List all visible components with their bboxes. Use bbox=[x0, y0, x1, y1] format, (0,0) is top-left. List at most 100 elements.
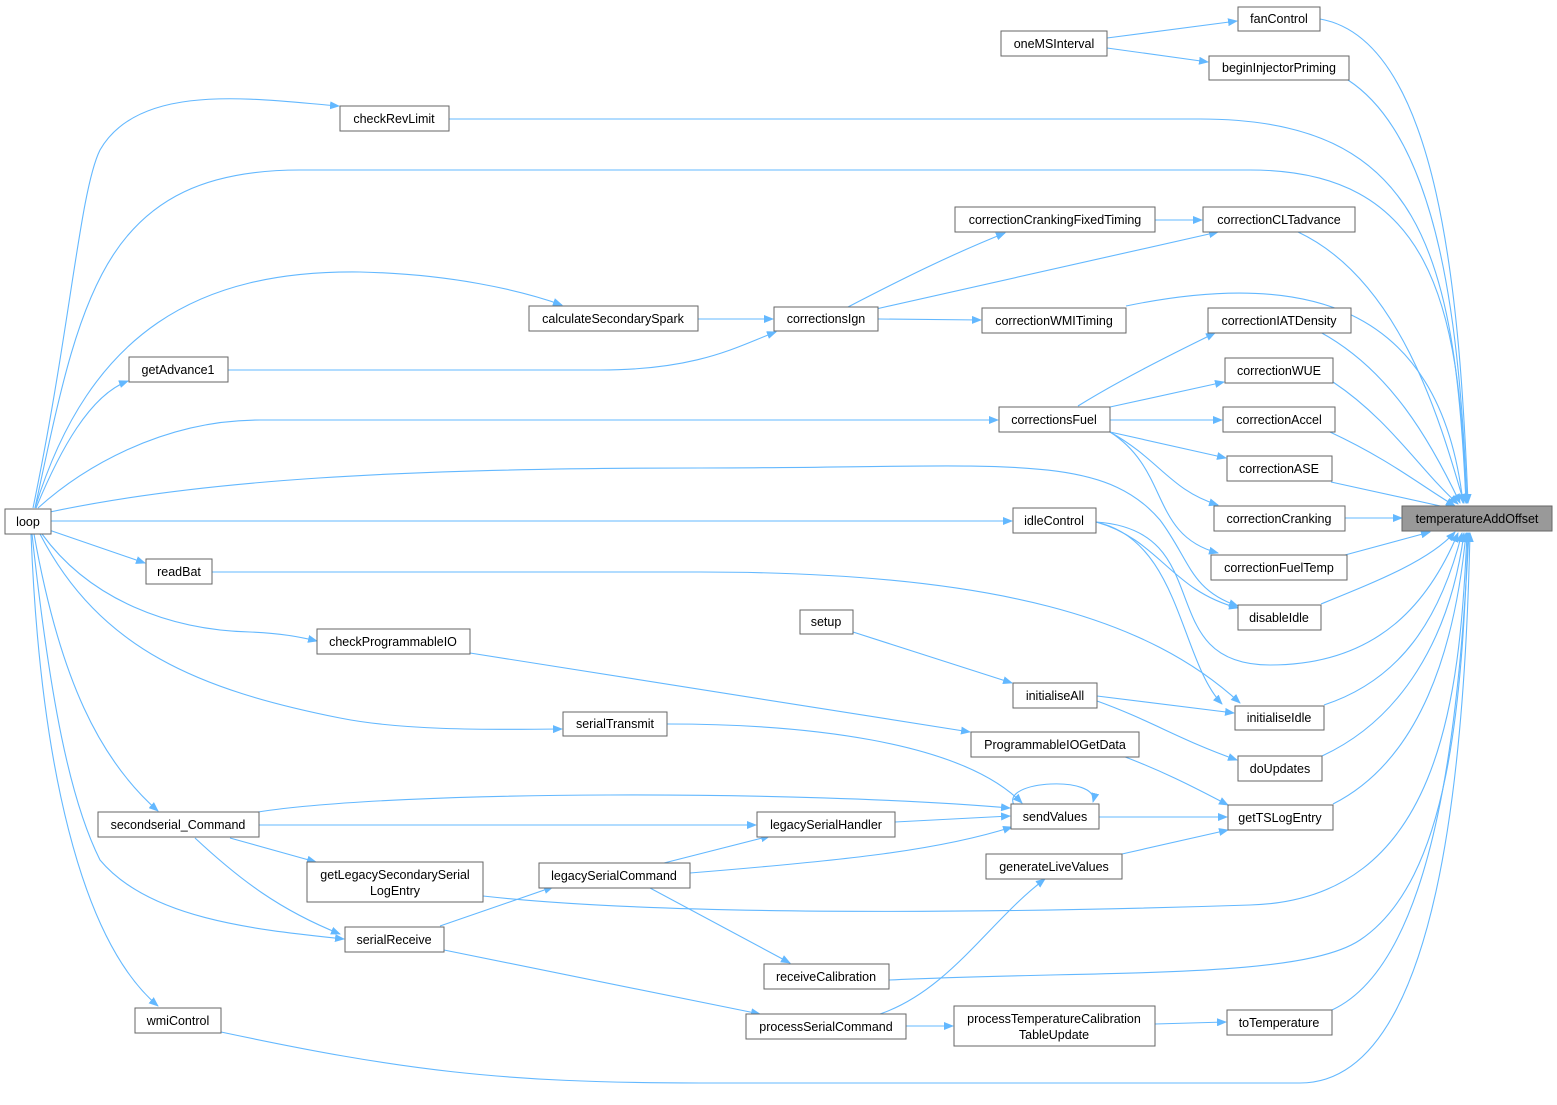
node-label-line-1: getLegacySecondarySerial bbox=[320, 868, 469, 882]
node-temperatureAddOffset[interactable]: temperatureAddOffset bbox=[1401, 505, 1553, 532]
node-label: beginInjectorPriming bbox=[1222, 61, 1336, 75]
node-disableIdle[interactable]: disableIdle bbox=[1237, 604, 1322, 631]
edge-initialiseAll-to-doUpdates bbox=[1096, 700, 1238, 761]
node-secondserial_Command[interactable]: secondserial_Command bbox=[97, 811, 260, 838]
node-initialiseAll[interactable]: initialiseAll bbox=[1012, 682, 1098, 709]
edge-loop-to-checkProgrammableIO bbox=[41, 533, 318, 643]
node-generateLiveValues[interactable]: generateLiveValues bbox=[985, 853, 1123, 880]
node-receiveCalibration[interactable]: receiveCalibration bbox=[763, 963, 890, 990]
edge-loop-to-checkRevLimit bbox=[32, 98, 340, 509]
node-doUpdates[interactable]: doUpdates bbox=[1237, 755, 1323, 782]
node-label: correctionsIgn bbox=[787, 312, 866, 326]
edge-serialReceive-to-legacySerialCommand bbox=[439, 886, 554, 927]
edge-correctionsFuel-to-correctionIATDensity bbox=[1077, 332, 1216, 407]
edge-correctionsFuel-to-correctionWUE bbox=[1109, 380, 1225, 408]
node-label: ProgrammableIOGetData bbox=[984, 738, 1126, 752]
node-label: correctionCranking bbox=[1227, 512, 1332, 526]
node-label: correctionAccel bbox=[1236, 413, 1321, 427]
node-initialiseIdle[interactable]: initialiseIdle bbox=[1234, 705, 1325, 731]
edge-correctionsFuel-to-correctionCranking bbox=[1109, 431, 1219, 507]
edge-legacySerialCommand-to-legacySerialHandler bbox=[663, 834, 771, 864]
edge-initialiseAll-to-initialiseIdle bbox=[1096, 695, 1235, 716]
node-label: processSerialCommand bbox=[759, 1020, 892, 1034]
node-correctionCrankingFixedTiming[interactable]: correctionCrankingFixedTiming bbox=[954, 206, 1156, 233]
node-label: legacySerialHandler bbox=[770, 818, 882, 832]
edge-loop-to-secondserial_Command bbox=[33, 533, 159, 812]
node-correctionCLTadvance[interactable]: correctionCLTadvance bbox=[1202, 206, 1356, 233]
node-wmiControl[interactable]: wmiControl bbox=[134, 1007, 222, 1034]
edge-legacySerialCommand-to-sendValues bbox=[689, 825, 1013, 874]
node-correctionIATDensity[interactable]: correctionIATDensity bbox=[1207, 307, 1352, 334]
node-correctionsIgn[interactable]: correctionsIgn bbox=[773, 306, 879, 332]
edge-correctionsFuel-to-correctionASE bbox=[1109, 431, 1227, 460]
node-label: correctionWUE bbox=[1237, 364, 1321, 378]
node-label-line-1: processTemperatureCalibration bbox=[967, 1012, 1141, 1026]
node-processSerialCommand[interactable]: processSerialCommand bbox=[745, 1013, 907, 1040]
node-beginInjectorPriming[interactable]: beginInjectorPriming bbox=[1208, 55, 1350, 81]
node-ProgrammableIOGetData[interactable]: ProgrammableIOGetData bbox=[970, 731, 1140, 758]
node-correctionASE[interactable]: correctionASE bbox=[1226, 455, 1333, 482]
node-correctionCranking[interactable]: correctionCranking bbox=[1213, 505, 1346, 532]
node-label: correctionASE bbox=[1239, 462, 1319, 476]
node-getTSLogEntry[interactable]: getTSLogEntry bbox=[1227, 804, 1334, 831]
node-idleControl[interactable]: idleControl bbox=[1012, 507, 1097, 534]
node-label: correctionCLTadvance bbox=[1217, 213, 1340, 227]
node-fanControl[interactable]: fanControl bbox=[1237, 6, 1321, 32]
edge-beginInjectorPriming-to-root bbox=[1347, 79, 1471, 504]
node-setup[interactable]: setup bbox=[799, 609, 854, 635]
edge-wmiControl-to-root bbox=[220, 532, 1474, 1084]
node-calculateSecondarySpark[interactable]: calculateSecondarySpark bbox=[528, 305, 699, 332]
node-label: secondserial_Command bbox=[111, 818, 246, 832]
node-oneMSInterval[interactable]: oneMSInterval bbox=[1000, 30, 1108, 57]
edge-loop-to-calculateSecondarySpark bbox=[34, 271, 563, 509]
node-label-line-2: TableUpdate bbox=[1019, 1028, 1089, 1042]
node-checkRevLimit[interactable]: checkRevLimit bbox=[339, 105, 450, 132]
edge-receiveCalibration-to-root bbox=[888, 532, 1472, 981]
node-legacySerialCommand[interactable]: legacySerialCommand bbox=[538, 862, 691, 889]
node-serialTransmit[interactable]: serialTransmit bbox=[562, 711, 668, 737]
edge-setup-to-initialiseAll bbox=[852, 631, 1013, 685]
node-correctionWMITiming[interactable]: correctionWMITiming bbox=[981, 307, 1127, 334]
nodes: temperatureAddOffset fanControl oneMSInt… bbox=[4, 6, 1553, 1047]
node-correctionWUE[interactable]: correctionWUE bbox=[1224, 357, 1334, 384]
edge-ProgrammableIOGetData-to-getTSLogEntry bbox=[1119, 754, 1229, 806]
edge-correctionFuelTemp-to-root bbox=[1344, 530, 1431, 556]
node-correctionAccel[interactable]: correctionAccel bbox=[1222, 406, 1336, 433]
edge-fanControl-to-root bbox=[1319, 18, 1472, 504]
edge-correctionsFuel-to-correctionFuelTemp bbox=[1109, 431, 1219, 555]
edge-getAdvance1-to-correctionsIgn bbox=[228, 331, 777, 371]
edge-serialTransmit-to-sendValues bbox=[666, 723, 1023, 804]
node-getAdvance1[interactable]: getAdvance1 bbox=[128, 356, 229, 383]
node-toTemperature[interactable]: toTemperature bbox=[1226, 1009, 1333, 1036]
node-sendValues[interactable]: sendValues bbox=[1010, 803, 1100, 830]
node-legacySerialHandler[interactable]: legacySerialHandler bbox=[756, 811, 896, 838]
edge-disableIdle-to-root bbox=[1320, 531, 1456, 605]
edge-correctionCLTadvance-to-root bbox=[1297, 231, 1466, 504]
edge-secondserial_Command-to-serialReceive bbox=[194, 837, 341, 935]
node-label: calculateSecondarySpark bbox=[542, 312, 684, 326]
node-readBat[interactable]: readBat bbox=[145, 558, 213, 585]
edge-loop-to-serialTransmit bbox=[39, 533, 563, 734]
edge-processSerialCommand-to-generateLiveValues bbox=[879, 878, 1046, 1015]
node-label: correctionsFuel bbox=[1011, 413, 1096, 427]
node-label: loop bbox=[16, 515, 40, 529]
node-label: getAdvance1 bbox=[142, 363, 215, 377]
node-label: checkRevLimit bbox=[353, 112, 435, 126]
node-correctionsFuel[interactable]: correctionsFuel bbox=[998, 406, 1111, 433]
edge-oneMSInterval-to-beginInjectorPriming bbox=[1106, 47, 1209, 65]
node-loop[interactable]: loop bbox=[4, 508, 52, 535]
edge-getTSLogEntry-to-root bbox=[1332, 532, 1470, 805]
node-label: correctionFuelTemp bbox=[1224, 561, 1334, 575]
node-correctionFuelTemp[interactable]: correctionFuelTemp bbox=[1210, 554, 1348, 581]
node-label: readBat bbox=[157, 565, 201, 579]
node-serialReceive[interactable]: serialReceive bbox=[344, 926, 445, 953]
edge-toTemperature-to-root bbox=[1331, 532, 1473, 1011]
edge-readBat-to-initialiseIdle bbox=[212, 571, 1241, 704]
edge-idleControl-to-root bbox=[1095, 521, 1459, 666]
edge-loop-to-root-top bbox=[34, 169, 1470, 509]
node-checkProgrammableIO[interactable]: checkProgrammableIO bbox=[316, 628, 471, 655]
node-label: idleControl bbox=[1024, 514, 1084, 528]
